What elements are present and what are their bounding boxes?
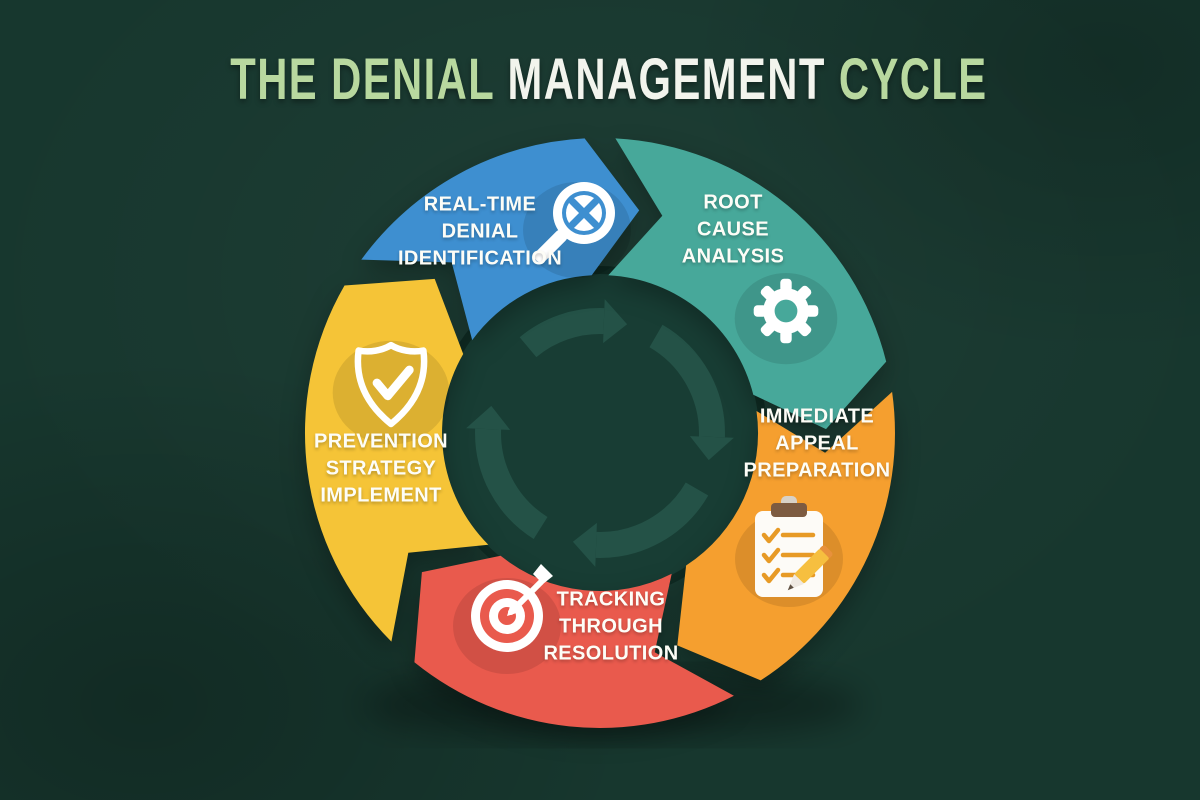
label-real-time-denial-identification: REAL-TIME DENIAL IDENTIFICATION [398, 192, 562, 273]
label-line: IDENTIFICATION [397, 247, 563, 270]
cycle-ring-arrowhead [689, 436, 734, 461]
pencil-icon [787, 545, 833, 591]
title-part-cycle: CYCLE [825, 47, 988, 112]
cycle-ring-arrowhead [603, 299, 628, 344]
checklist-checkmark [761, 527, 781, 544]
checklist-checkmark [761, 567, 781, 584]
label-prevention-strategy-implement: PREVENTION STRATEGY IMPLEMENT [314, 429, 448, 510]
label-line: STRATEGY [325, 457, 437, 480]
label-line: PREPARATION [743, 459, 891, 482]
shield-icon [332, 340, 450, 445]
pencil-eraser [819, 545, 833, 559]
clipboard-clip [771, 503, 807, 517]
label-tracking-through-resolution: TRACKING THROUGH RESOLUTION [543, 587, 678, 668]
label-line: PREVENTION [313, 430, 449, 453]
pencil-body [794, 549, 829, 584]
target-icon [453, 564, 561, 674]
gear-icon [734, 273, 838, 365]
magnifier-cross-line [568, 197, 600, 229]
cycle-ring-arc [519, 308, 605, 358]
cycle-ring-arc [475, 428, 548, 540]
cycle-ring-arc [595, 482, 709, 558]
label-line: CAUSE [696, 218, 769, 241]
clipboard-icon [735, 496, 843, 607]
label-line: APPEAL [775, 432, 859, 455]
segment-root-cause-analysis [608, 138, 887, 430]
shield-outline [354, 341, 428, 428]
pencil-point [787, 584, 794, 591]
segment-prevention-strategy-implement [304, 278, 489, 642]
dart-head [507, 600, 523, 616]
title-part-management: MANAGEMENT [507, 47, 826, 112]
cycle-ring-arc [649, 324, 725, 438]
label-immediate-appeal-preparation: IMMEDIATE APPEAL PREPARATION [744, 404, 891, 485]
magnifier-handle [534, 229, 568, 263]
shield-checkmark [372, 365, 414, 401]
cycle-ring-arrowhead [572, 522, 597, 567]
label-line: TRACKING [556, 588, 666, 611]
page-title-text: THE DENIAL MANAGEMENT CYCLE [230, 46, 987, 113]
title-part-the-denial: THE DENIAL [230, 47, 508, 112]
checklist-checkmark [761, 547, 781, 564]
label-line: DENIAL [441, 220, 519, 243]
page-title: THE DENIAL MANAGEMENT CYCLE [0, 28, 1200, 131]
label-line: IMPLEMENT [320, 484, 442, 507]
label-line: THROUGH [559, 615, 663, 638]
label-root-cause-analysis: ROOT CAUSE ANALYSIS [682, 190, 785, 271]
label-line: IMMEDIATE [759, 405, 875, 428]
gear-hole [774, 299, 798, 323]
label-line: RESOLUTION [543, 642, 679, 665]
magnifier-icon [523, 182, 631, 278]
label-line: ANALYSIS [681, 245, 785, 268]
label-line: ROOT [703, 191, 763, 214]
label-line: REAL-TIME [423, 193, 537, 216]
dart-fletching [533, 564, 553, 584]
cycle-ring-arrowhead [466, 405, 511, 430]
